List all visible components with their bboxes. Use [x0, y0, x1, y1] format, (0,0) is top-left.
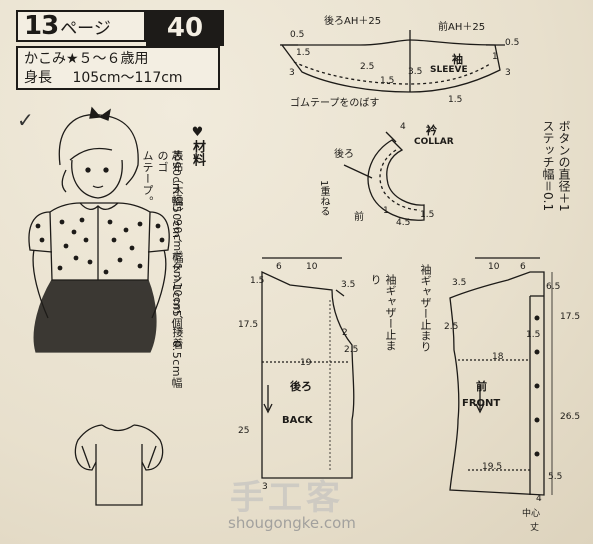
back-dim: 3.5	[341, 280, 356, 290]
collar-front-label: 前	[354, 212, 364, 223]
front-dim: 6.5	[546, 282, 561, 292]
sleeve-dim: 0.5	[505, 38, 520, 48]
girl-illustration	[28, 106, 170, 353]
sleeve-dim: 1.5	[296, 48, 311, 58]
flat-blouse-sketch	[74, 424, 164, 506]
front-dim: 4	[536, 494, 542, 504]
sleeve-dim: 2.5	[360, 62, 375, 72]
front-bodice-pattern	[449, 257, 553, 496]
front-length-mark: 丈	[530, 523, 540, 533]
back-dim: 2	[342, 328, 348, 338]
front-gather-stop: 袖ギャザー止まり	[419, 264, 432, 352]
front-dim: 3.5	[452, 278, 467, 288]
back-jp-label: 後ろ	[290, 380, 312, 393]
pattern-id: 40	[146, 10, 224, 46]
collar-jp-label: 衿	[426, 124, 437, 137]
height-label: 身長	[24, 70, 52, 86]
sleeve-dim: 3	[289, 68, 295, 78]
front-dim: 10	[488, 262, 500, 272]
collar-dim: 4.5	[396, 218, 411, 228]
front-dim: 5.5	[548, 472, 563, 482]
size-line: かこみ★５～６歳用	[24, 51, 149, 67]
sleeve-dim: 3.5	[408, 67, 423, 77]
sleeve-elastic-note: ゴムテープをのばす	[290, 98, 380, 109]
collar-en-label: COLLAR	[414, 137, 454, 147]
sleeve-back-ah: 後ろAH＋25	[324, 16, 382, 27]
back-en-label: BACK	[282, 415, 313, 426]
size-info-box: かこみ★５～６歳用 身長 105cm～117cm	[16, 46, 220, 90]
materials-line-1: 表布（木綿）90cm幅1m10cm、接着	[171, 150, 184, 350]
front-jp-label: 前	[476, 380, 487, 393]
side-note-line-1: ボタンの直径＋1	[557, 120, 571, 212]
sleeve-dim: 1	[492, 52, 498, 62]
sleeve-en-label: SLEEVE	[430, 65, 468, 75]
buttons	[534, 315, 540, 457]
page-unit: ページ	[60, 18, 111, 39]
back-dim: 17.5	[238, 320, 259, 330]
back-gather-stop: 袖ギャザー止まり	[369, 274, 397, 351]
collar-pattern	[343, 131, 425, 221]
materials-line-2: 芯90cm幅50cm、ボタン1cm5個、0.5cm幅のゴ	[156, 150, 183, 389]
height-line: 身長 105cm～117cm	[24, 69, 212, 88]
watermark-logo: 手工客	[230, 478, 344, 518]
page-number-box: 13 ページ	[16, 10, 146, 42]
collar-dim: 4	[400, 122, 406, 132]
page-number: 13	[24, 11, 59, 41]
back-dim: 2.5	[344, 345, 359, 355]
collar-overlap-note: 1重ねる	[318, 180, 329, 217]
front-dim: 6	[520, 262, 526, 272]
front-dim: 2.5	[444, 322, 459, 332]
materials-line-3: ムテープ。	[141, 150, 154, 208]
watermark-url: shougongke.com	[228, 514, 356, 532]
front-dim: 19.5	[482, 462, 503, 472]
back-dim: 3	[262, 482, 268, 492]
sleeve-jp-label: 袖	[452, 53, 463, 66]
back-dim: 10	[306, 262, 318, 272]
back-dim: 19	[300, 358, 312, 368]
front-dim: 1.5	[526, 330, 541, 340]
front-dim: 26.5	[560, 412, 581, 422]
collar-dim: 1.5	[420, 210, 435, 220]
front-center-mark: 中心	[522, 509, 541, 519]
back-dim: 6	[276, 262, 282, 272]
materials-heading: ♥材料	[190, 125, 205, 166]
sleeve-dim: 1.5	[448, 95, 463, 105]
back-dim: 25	[238, 426, 250, 436]
collar-dim: 1	[383, 206, 389, 216]
front-dim: 17.5	[560, 312, 581, 322]
height-value: 105cm～117cm	[72, 70, 183, 86]
front-en-label: FRONT	[462, 398, 501, 409]
front-dim: 18	[492, 352, 504, 362]
collar-back-label: 後ろ	[334, 149, 354, 160]
back-dim: 1.5	[250, 276, 265, 286]
sleeve-dim: 3	[505, 68, 511, 78]
side-note-line-2: ステッチ幅＝0.1	[541, 120, 555, 212]
back-bodice-pattern	[261, 257, 355, 479]
sleeve-dim: 0.5	[290, 30, 305, 40]
sleeve-front-ah: 前AH＋25	[438, 22, 486, 33]
sleeve-pattern	[280, 30, 505, 93]
check-mark-icon: ✓	[17, 108, 34, 132]
sleeve-dim: 1.5	[380, 76, 395, 86]
polka-dots	[35, 217, 165, 275]
